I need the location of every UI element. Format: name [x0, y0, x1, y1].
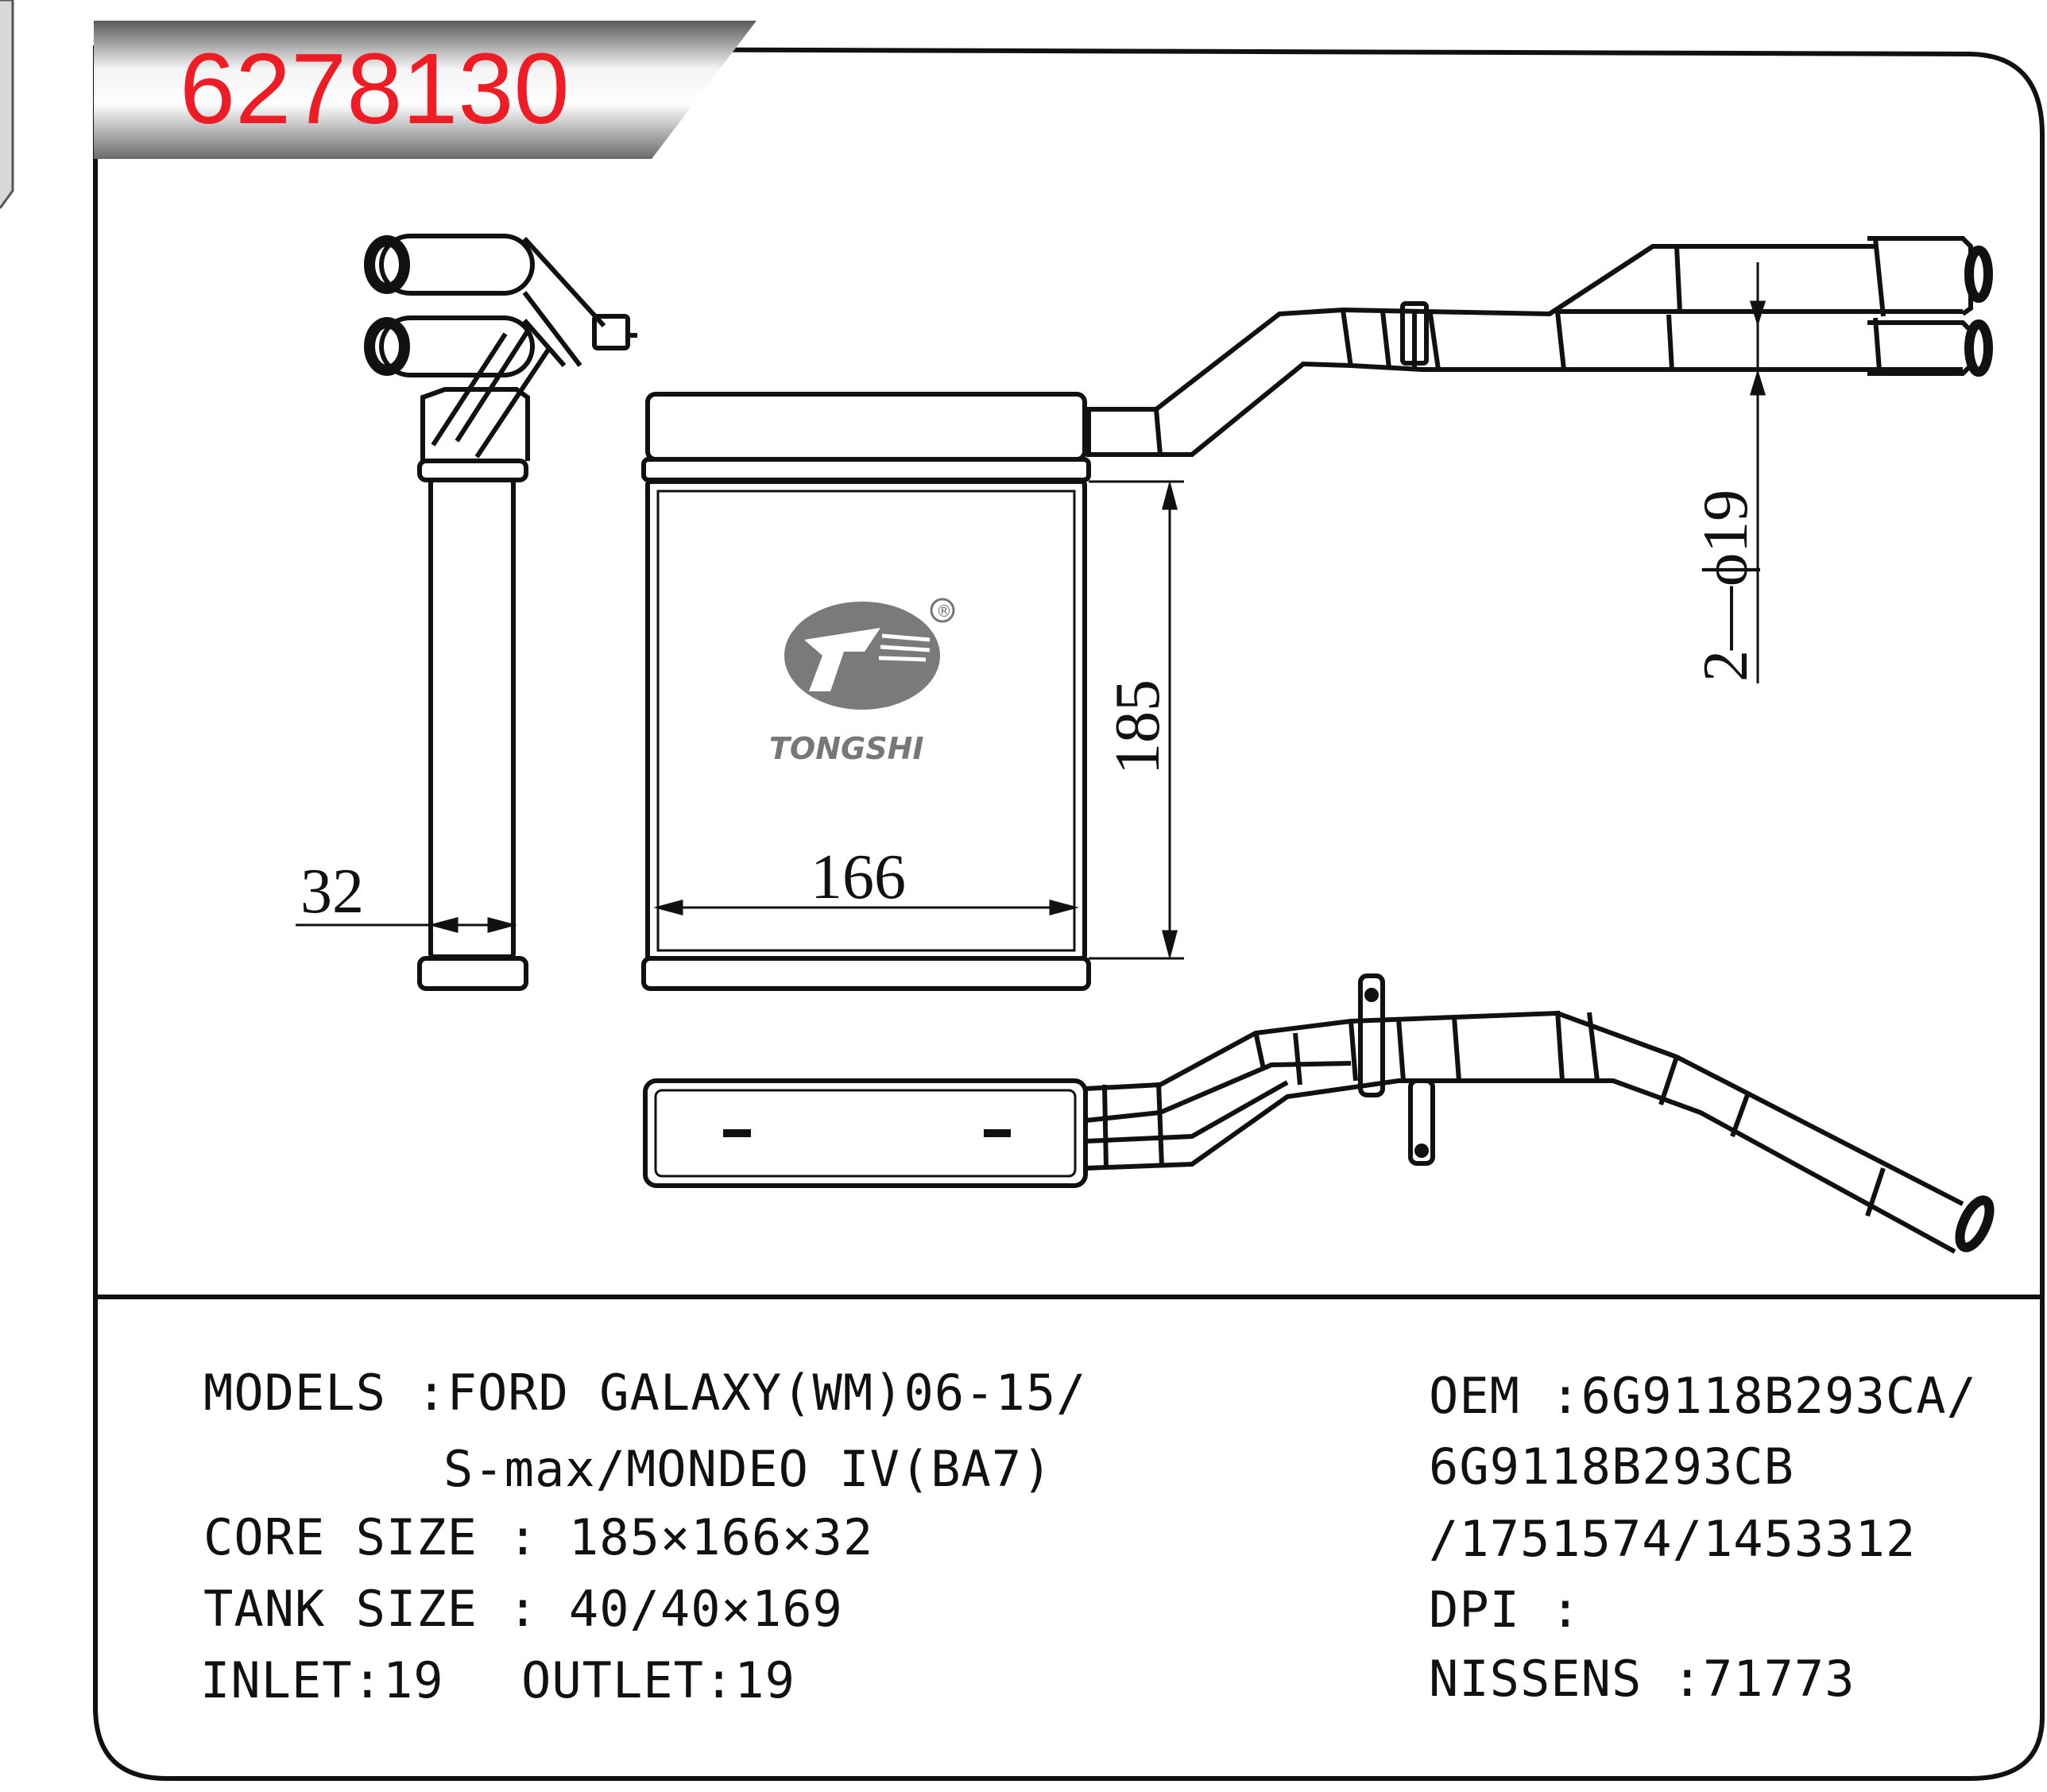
dim-32 [296, 917, 517, 933]
spec-outlet: OUTLET:19 [521, 1651, 795, 1709]
spec-tank-size: TANK SIZE : 40/40×169 [203, 1580, 843, 1638]
bottom-view [643, 973, 1964, 1254]
front-view [641, 236, 1973, 991]
left-edge-mark [0, 0, 14, 209]
brand-name: TONGSHI [769, 731, 924, 766]
spec-models-line1: MODELS :FORD GALAXY(WM)06-15/ [203, 1364, 1087, 1422]
spec-oem-line3: /1751574/1453312 [1429, 1510, 1917, 1568]
side-view [379, 234, 637, 991]
spec-inlet: INLET:19 [200, 1651, 444, 1709]
dim-pipe-label: 2—ϕ19 [1691, 490, 1761, 682]
dim-height-label: 185 [1103, 679, 1173, 775]
part-number-banner [94, 21, 756, 159]
dim-185 [1089, 480, 1184, 960]
side-view-pipe-ends [364, 235, 410, 376]
dim-depth-label: 32 [300, 857, 364, 927]
spec-dpi: DPI : [1429, 1581, 1581, 1639]
part-number: 6278130 [180, 33, 570, 145]
tongshi-logo: ® TONGSHI [769, 598, 955, 766]
spec-oem-line2: 6G9118B293CB [1429, 1438, 1794, 1496]
dim-width-label: 166 [811, 842, 906, 912]
dim-pipe-diameter [1749, 262, 1766, 683]
spec-models-line2: S-max/MONDEO IV(BA7) [443, 1440, 1053, 1498]
spec-nissens: NISSENS :71773 [1429, 1650, 1855, 1708]
dim-166 [653, 900, 1079, 915]
front-view-pipe-ends [1964, 246, 1993, 377]
bottom-view-pipe-end [1955, 1195, 1995, 1252]
spec-core-size: CORE SIZE : 185×166×32 [203, 1508, 874, 1566]
spec-oem-line1: OEM :6G9118B293CA/ [1429, 1367, 1977, 1425]
drawing-frame [93, 45, 2045, 1781]
registered-mark: ® [936, 602, 952, 621]
